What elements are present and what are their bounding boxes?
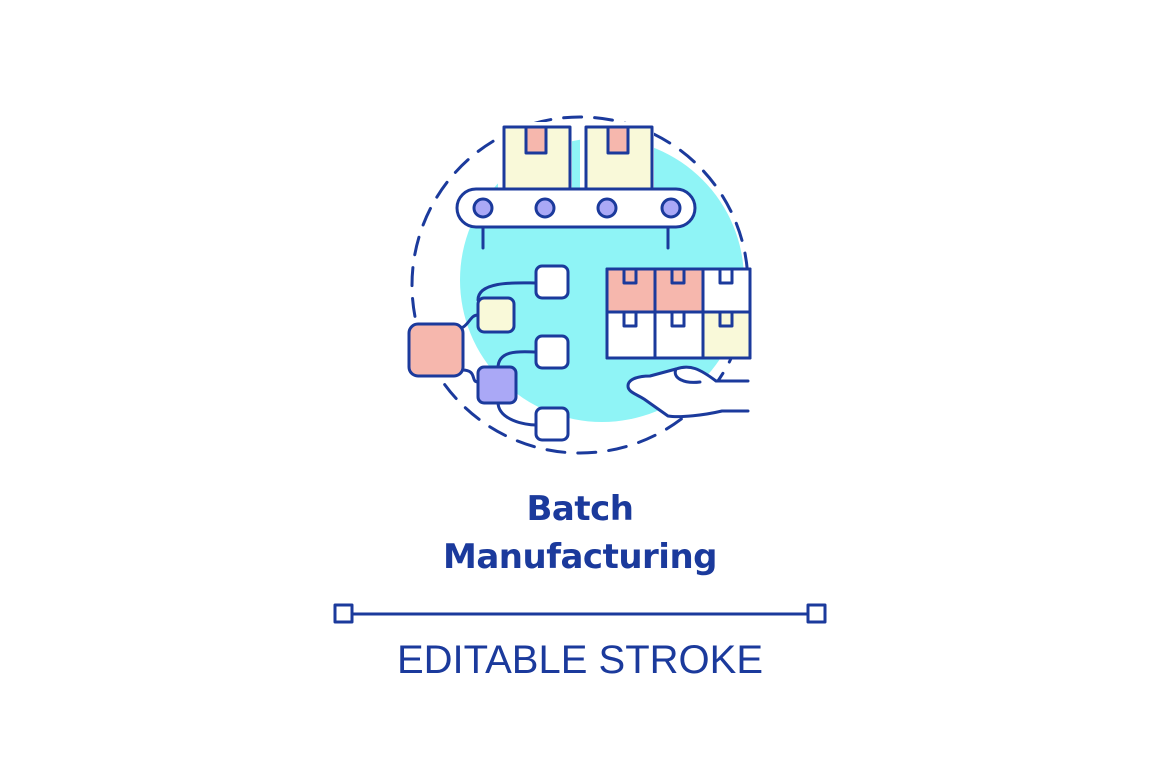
title-line-2: Manufacturing (443, 537, 718, 577)
flow-node-root (407, 322, 465, 378)
stroke-handle-right (806, 603, 827, 624)
title-line-1: Batch (526, 489, 634, 529)
conveyor-belt-icon (455, 187, 697, 250)
stroke-handle-line (333, 603, 827, 624)
flow-node-top (534, 264, 570, 300)
flow-node-yellow (476, 296, 516, 334)
flow-node-bottom (534, 406, 570, 442)
flowchart-icon (407, 264, 570, 442)
box-grid-icon (605, 267, 752, 360)
stroke-handle-left (333, 603, 354, 624)
conveyor-box-right (584, 125, 654, 191)
caption-editable-stroke: EDITABLE STROKE (396, 638, 763, 682)
flow-node-purple (476, 365, 518, 405)
icon-artwork (333, 115, 827, 624)
flow-node-middle (534, 334, 570, 370)
hand-icon (626, 365, 750, 419)
conveyor-box-left (502, 125, 572, 191)
